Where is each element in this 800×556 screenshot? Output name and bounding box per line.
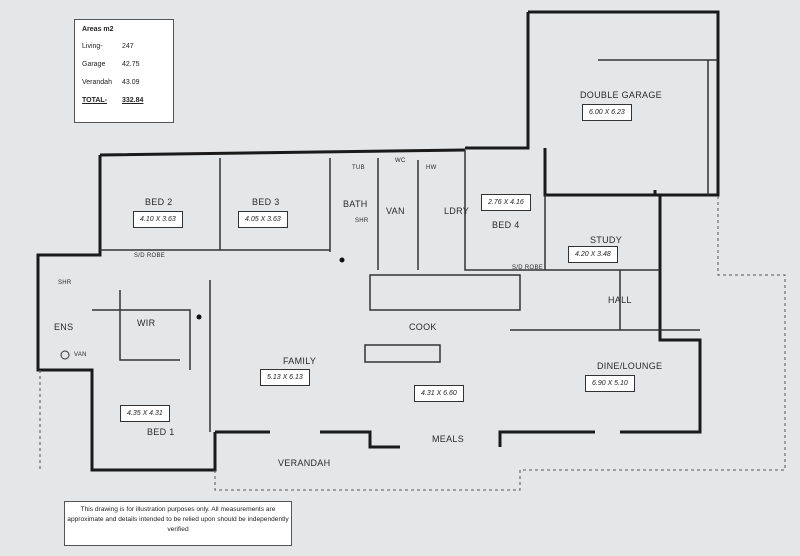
dine-lounge-dim: 6.90 X 5.10 <box>585 375 635 392</box>
hall-label: HALL <box>608 295 632 305</box>
area-label: Garage <box>82 61 106 68</box>
tub-label: TUB <box>352 165 365 171</box>
area-label: Verandah <box>82 79 112 86</box>
bath-label: BATH <box>343 199 368 209</box>
study-dim: 4.20 X 3.48 <box>568 246 618 263</box>
meals-dim: 4.31 X 6.60 <box>414 385 464 402</box>
bed2-dim: 4.10 X 3.63 <box>133 211 183 228</box>
shr-label: SHR <box>355 218 369 224</box>
meals-label: MEALS <box>432 434 465 444</box>
area-value: 247 <box>122 43 134 50</box>
van-label: VAN <box>386 206 405 216</box>
bed4-label: BED 4 <box>492 220 520 230</box>
family-dim: 5.13 X 6.13 <box>260 369 310 386</box>
sd-robe-label: S/D ROBE <box>512 265 544 271</box>
bed2-label: BED 2 <box>145 197 173 207</box>
ldry-label: LDRY <box>444 206 470 216</box>
area-label: TOTAL- <box>82 97 108 104</box>
bed4-dim: 2.76 X 4.16 <box>481 194 531 211</box>
areas-table: Areas m2 Living- 247 Garage 42.75 Verandah… <box>74 19 174 123</box>
area-value: 42.75 <box>122 61 140 68</box>
area-row-verandah: Verandah 43.09 <box>82 79 166 86</box>
ens-label: ENS <box>54 322 74 332</box>
disclaimer: This drawing is for illustration purpose… <box>64 501 292 546</box>
bed1-label: BED 1 <box>147 427 175 437</box>
verandah-label: VERANDAH <box>278 458 331 468</box>
hw-label: HW <box>426 165 437 171</box>
cook-label: COOK <box>409 322 437 332</box>
area-label: Living- <box>82 43 103 50</box>
area-row-total: TOTAL- 332.84 <box>82 97 166 104</box>
wir-label: WIR <box>137 318 156 328</box>
family-label: FAMILY <box>283 356 317 366</box>
ens-shr-label: SHR <box>58 280 72 286</box>
ens-van-label: VAN <box>74 352 87 358</box>
area-row-garage: Garage 42.75 <box>82 61 166 68</box>
area-row-living: Living- 247 <box>82 43 166 50</box>
bed3-dim: 4.05 X 3.63 <box>238 211 288 228</box>
sd-robe-label: S/D ROBE <box>134 253 166 259</box>
area-value: 43.09 <box>122 79 140 86</box>
area-value: 332.84 <box>122 97 144 104</box>
study-label: STUDY <box>590 235 623 245</box>
bed1-dim: 4.35 X 4.31 <box>120 405 170 422</box>
dine-lounge-label: DINE/LOUNGE <box>597 361 663 371</box>
wc-label: WC <box>395 158 406 164</box>
bed3-label: BED 3 <box>252 197 280 207</box>
garage-dim: 6.00 X 6.23 <box>582 104 632 121</box>
garage-label: DOUBLE GARAGE <box>580 90 662 100</box>
areas-title: Areas m2 <box>82 26 114 33</box>
